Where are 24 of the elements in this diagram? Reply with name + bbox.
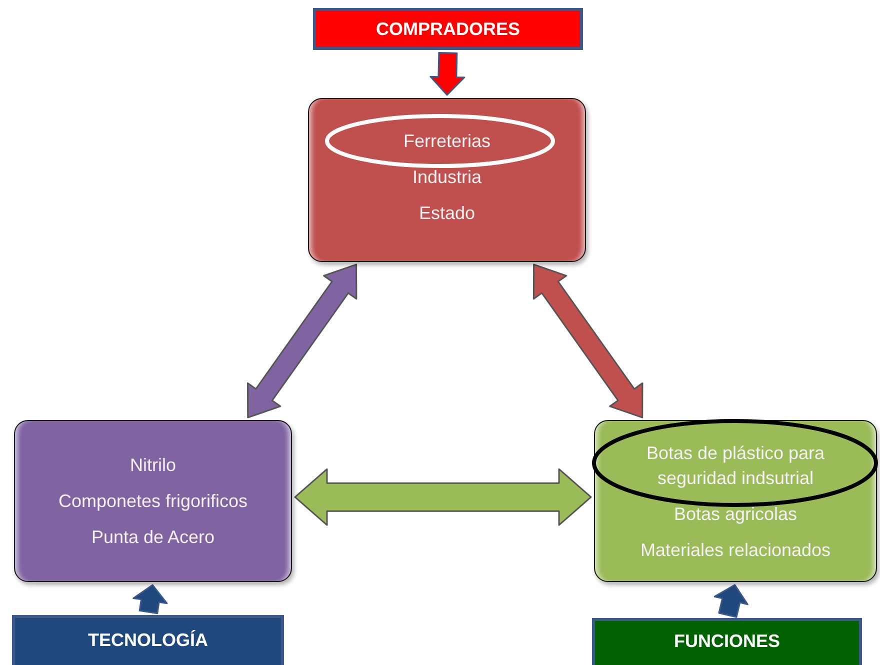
list-item: Materiales relacionados [640,539,831,562]
block-arrow [430,52,466,96]
block-arrow [132,584,168,614]
list-item: Componetes frigorificos [58,490,248,513]
category-box [308,98,586,262]
block-arrow [532,264,644,418]
block-arrow [294,468,592,526]
list-item: Ferreterias [403,130,491,153]
banner-title: TECNOLOGÍA [88,630,208,650]
list-item: Nitrilo [130,454,176,477]
banner-title: COMPRADORES [376,18,520,40]
heading-banner [592,618,862,665]
heading-banner [12,615,284,665]
banner-title: FUNCIONES [674,630,780,652]
list-item: Botas agricolas [674,503,798,526]
heading-banner [313,8,583,50]
block-arrow [714,584,748,618]
block-arrow [246,264,358,418]
category-box [14,420,292,582]
list-item: Estado [418,202,476,225]
list-item: Botas de plástico para seguridad indsutrial [645,442,826,490]
list-item: Industria [412,166,482,189]
category-box [594,420,877,582]
list-item: Punta de Acero [91,526,215,549]
